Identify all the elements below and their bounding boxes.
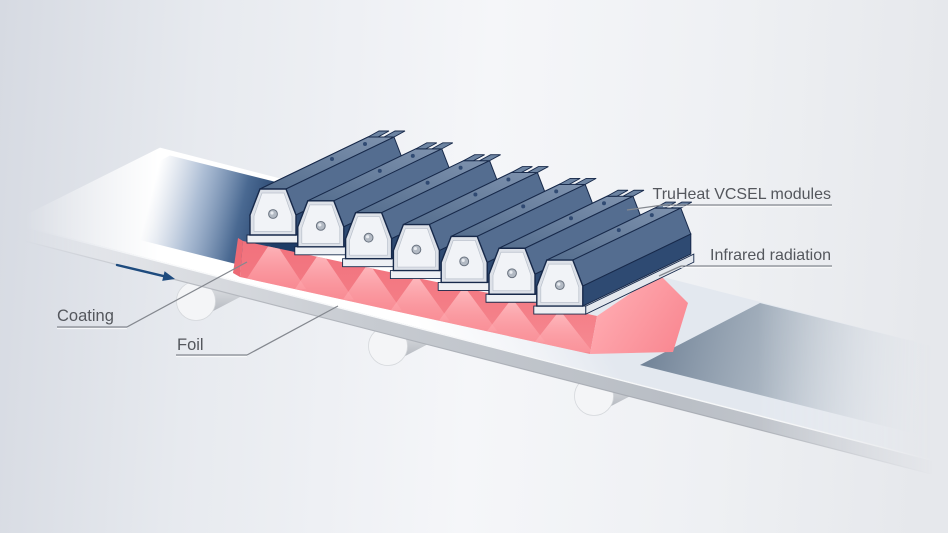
module-base-rail [585,253,695,315]
radiation-fan [526,310,593,353]
radiation-fan-group [240,241,593,353]
module-top-dot [554,189,559,194]
module-top-dot [521,204,526,209]
module-base [389,270,443,279]
label-foil-text: Foil [177,336,204,354]
foil-edge-highlight [9,222,948,465]
module-prong [558,177,581,185]
label-infrared: Infrared radiation [658,247,832,277]
radiation-left-face [233,238,243,277]
flow-arrow-head [162,271,175,281]
module-top-dot [330,157,334,161]
leader-infrared [658,265,682,277]
module-prong [383,130,406,138]
label-foil: Foil [176,305,339,358]
module-top-dot [649,213,654,218]
leader-truheat [626,204,664,211]
module-top-dot [458,165,463,170]
radiation-fan [383,274,450,321]
module-top-dot [377,168,382,173]
infrared-radiation-volume [233,238,688,354]
module-prong [527,166,549,174]
module-aperture-highlight [413,246,417,251]
module-base [294,246,348,256]
module-prong [463,154,485,162]
module-aperture-highlight [366,235,370,239]
vcsel-module-7 [533,201,695,315]
module-top-dot [602,201,606,206]
module-aperture-highlight [461,258,465,262]
label-truheat-text: TruHeat VCSEL modules [653,186,831,203]
radiation-fan [479,298,545,342]
module-prong [511,166,533,174]
module-top-dot [473,192,478,197]
radiation-fan [431,286,498,332]
module-base [533,305,587,315]
leader-coating [126,261,248,328]
module-base [437,281,491,291]
module-base [246,234,300,244]
foil-front-edge [10,222,948,479]
module-prong [622,189,645,197]
label-group: TruHeat VCSEL modules Infrared radiation… [57,186,832,358]
module-top-dot [506,177,511,182]
leader-foil [246,305,339,356]
flow-arrow [115,263,175,281]
radiation-fan [335,262,402,311]
label-infrared-text: Infrared radiation [710,247,831,264]
module-aperture-highlight [557,282,561,286]
module-prong [606,189,629,197]
module-top-dot [363,142,367,146]
radiation-fan [287,250,354,300]
radiation-right-face [590,274,688,354]
module-base [342,258,396,268]
label-coating: Coating [57,261,248,330]
module-base [485,293,539,303]
coating-dried-layer [640,303,948,442]
module-top-dot [410,153,415,158]
module-prong [574,177,597,185]
module-prong [431,142,454,150]
vcsel-module-group [246,130,695,315]
label-coating-text: Coating [57,307,114,325]
module-top-dot [425,180,430,185]
module-aperture-highlight [509,270,513,274]
radiation-fan [240,241,306,290]
module-top-dot [569,216,573,221]
module-prong [367,130,390,138]
module-top-dot [616,228,621,233]
module-aperture-highlight [318,223,322,227]
module-aperture-highlight [270,211,274,215]
label-truheat: TruHeat VCSEL modules [626,186,832,211]
module-prong [479,154,501,162]
module-prong [415,142,438,150]
